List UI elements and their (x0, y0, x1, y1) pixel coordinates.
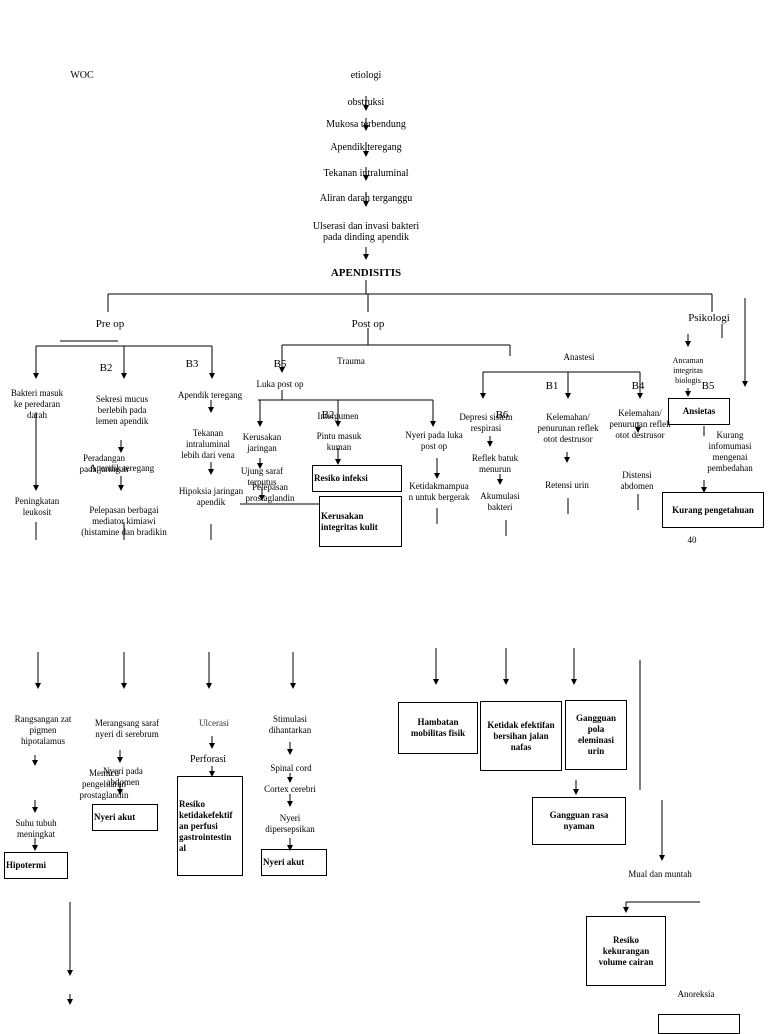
branch-pre-op: Pre op (95, 318, 125, 330)
post-kelemahan-1: Kelemahan/ penurunan reflek otot destrus… (537, 412, 599, 444)
pre-b2: B2 (99, 362, 113, 374)
page-number: 40 (687, 535, 697, 545)
resiko-infeksi-box: Resiko infeksi (312, 465, 402, 492)
woc-label: WOC (70, 70, 94, 81)
post-b2: B2 (321, 409, 335, 421)
branch-post-op: Post op (351, 318, 385, 330)
pre-tekanan: Tekanan intraluminal lebih dari vena (181, 428, 235, 460)
post-kelemahan-2: Kelemahan/ penurunan reflek otot destrus… (609, 408, 671, 440)
low-ulcerasi: Ulcerasi (199, 718, 229, 728)
post-ujung-saraf: Ujung saraf terputus (240, 466, 284, 487)
resiko-cairan-box: Resiko kekurangan volume cairan (586, 916, 666, 986)
psi-kurang-info: Kurang infomumasi mengenai pembedahan (707, 430, 753, 473)
low-mual: Mual dan muntah (628, 869, 692, 879)
pre-b3: B3 (185, 358, 199, 370)
pre-leukosit: Peningkatan leukosit (14, 496, 60, 517)
post-nyeri-luka: Nyeri pada luka post op (405, 430, 463, 451)
pre-hipoksia: Hipoksia jaringan apendik (178, 486, 244, 507)
low-perforasi: Perforasi (189, 754, 227, 765)
chain-tekanan: Tekanan intraluminal (323, 168, 409, 179)
post-akumulasi: Akumulasi bakteri (480, 491, 520, 512)
hambatan-mobilitas-box: Hambatan mobilitas fisik (398, 702, 478, 754)
post-prostaglandin: Pelepasan prostaglandin (245, 482, 295, 503)
pre-peradangan: Peradangan pada jaringan (79, 453, 129, 474)
post-b1: B1 (545, 380, 559, 392)
pre-apendik-teregang: Apendik teregang (89, 463, 155, 473)
chain-aliran-darah: Aliran darah terganggu (319, 193, 413, 204)
pre-bakteri: Bakteri masuk ke peredaran darah (10, 388, 64, 420)
low-anoreksia: Anoreksia (677, 989, 715, 999)
low-merangsang: Merangsang saraf nyeri di serebrum (94, 718, 160, 739)
psi-ancaman: Ancaman integritas biologis (672, 356, 704, 385)
post-b5: B5 (273, 358, 287, 370)
chain-obstruksi: obstruksi (347, 97, 385, 108)
hipotermi-box: Hipotermi (4, 852, 68, 879)
post-reflek-batuk: Reflek batuk menurun (471, 453, 519, 474)
chain-mukosa: Mukosa terbendung (326, 119, 406, 130)
branch-psikologi: Psikologi (688, 312, 730, 324)
chain-etiologi: etiologi (350, 70, 382, 81)
post-ketidakmampuan: Ketidakmampua n untuk bergerak (408, 481, 470, 502)
low-suhu: Suhu tubuh meningkat (15, 818, 57, 839)
kurang-pengetahuan-box: Kurang pengetahuan (662, 492, 764, 528)
low-memicu: Memicu pengeluaran prostaglandin (79, 768, 129, 800)
pre-sekresi: Sekresi mucus berlebih pada lemen apendi… (95, 394, 149, 426)
low-nyeri-abdomen: Nyeri pada abdomen (103, 766, 143, 787)
post-b6: B6 (495, 409, 509, 421)
post-luka: Luka post op (256, 379, 304, 389)
low-stimulasi: Stimulasi dihantarkan (268, 714, 312, 735)
nyeri-akut-box-1: Nyeri akut (92, 804, 158, 831)
post-depresi: Depresi sistem respirasi (459, 412, 513, 433)
post-b4: B4 (631, 380, 645, 392)
cut-off-box (658, 1014, 740, 1034)
kerusakan-integritas-box: Kerusakan integritas kulit (319, 496, 402, 547)
post-pintu-masuk: Pintu masuk kuman (316, 431, 362, 452)
resiko-perfusi-box: Resiko ketidakefektif an perfusi gastroi… (177, 776, 243, 876)
low-nyeri-dipersepsikan: Nyeri dipersepsikan (265, 813, 315, 834)
post-retensi: Retensi urin (545, 480, 589, 490)
chain-ulserasi: Ulserasi dan invasi bakteri pada dinding… (312, 221, 420, 243)
gangguan-nyaman-box: Gangguan rasa nyaman (532, 797, 626, 845)
nyeri-akut-box-2: Nyeri akut (261, 849, 327, 876)
chain-apendik-teregang: Apendik teregang (330, 142, 402, 153)
post-anastesi: Anastesi (563, 352, 595, 362)
post-trauma: Trauma (337, 356, 365, 366)
gangguan-eliminasi-box: Gangguan pola eleminasi urin (565, 700, 627, 770)
pre-pelepasan: Pelepasan berbagai mediator kimiawi (his… (81, 505, 167, 537)
main-title: APENDISITIS (330, 267, 402, 279)
ansietas-box: Ansietas (668, 398, 730, 425)
post-intergumen: Intergumen (317, 411, 359, 421)
low-cortex: Cortex cerebri (264, 784, 316, 794)
psi-b5: B5 (701, 380, 715, 392)
low-spinal: Spinal cord (270, 763, 312, 773)
low-rangsangan: Rangsangan zat pigmen hipotalamus (14, 714, 72, 746)
post-kerusakan-jaringan: Kerusakan jaringan (242, 432, 282, 453)
post-distensi: Distensi abdomen (620, 470, 654, 491)
pre-b3-apendik: Apendik teregang (177, 390, 243, 400)
ketidakefektifan-box: Ketidak efektifan bersihan jalan nafas (480, 701, 562, 771)
